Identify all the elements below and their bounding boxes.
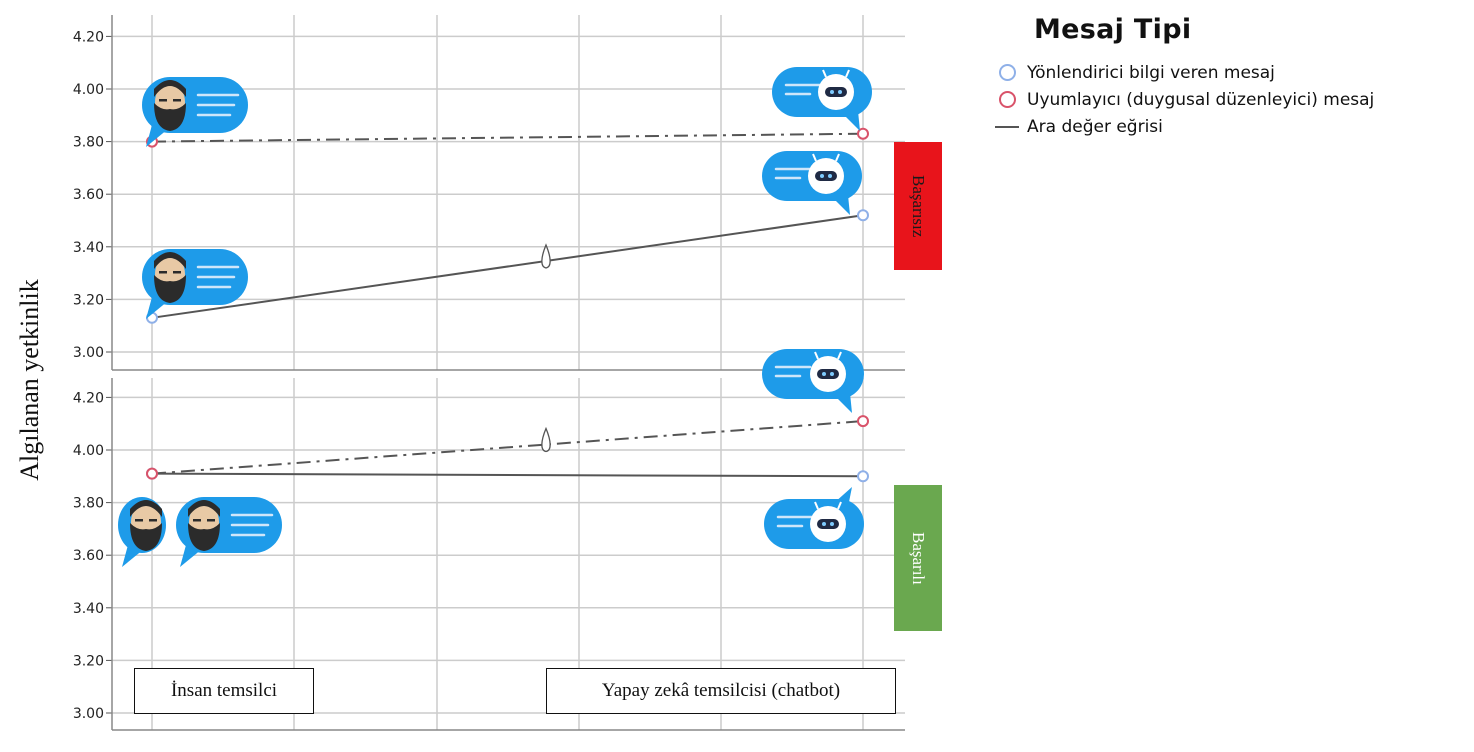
y-tick-label: 3.20 (73, 653, 104, 669)
legend-circle-blue-icon (998, 64, 1016, 81)
chart-panel-bottom: 3.00 3.20 3.40 3.60 3.80 4.00 4.20 (73, 378, 905, 731)
midpoint-marker-icon (541, 426, 551, 453)
y-axis-label: Algılanan yetkinlik (15, 279, 44, 481)
robot-avatar-bubble (762, 349, 864, 413)
y-tick-label: 4.20 (73, 29, 104, 45)
robot-avatar-bubble (762, 151, 862, 215)
data-point (857, 209, 869, 222)
eyebrow-icon (193, 519, 201, 522)
x-label-human: İnsan temsilci (134, 668, 314, 714)
robot-antenna-icon (835, 153, 840, 162)
eyebrow-icon (159, 99, 167, 102)
robot-eye-icon (830, 372, 834, 376)
y-tick-label: 3.20 (73, 292, 104, 308)
eyebrow-icon (207, 519, 215, 522)
beard-icon (188, 523, 220, 551)
robot-avatar-bubble (772, 67, 872, 131)
human-avatar-bubble (118, 497, 166, 567)
human-avatar-bubble (142, 249, 248, 319)
series-line (151, 132, 864, 143)
bubble-tail (146, 125, 168, 147)
hair-icon (130, 500, 162, 517)
y-tick-label: 4.00 (73, 82, 104, 98)
legend-item-informative: Yönlendirici bilgi veren mesaj (992, 59, 1374, 86)
eyebrow-icon (173, 271, 181, 274)
series-line (151, 214, 864, 319)
eyebrow-icon (135, 519, 143, 522)
bubble-tail (842, 111, 860, 131)
legend-circle-red-icon (998, 91, 1016, 108)
panel-label-success: Başarılı (894, 485, 942, 631)
legend-line-icon (995, 125, 1019, 128)
robot-eye-icon (838, 90, 842, 94)
robot-antenna-icon (814, 351, 819, 360)
beard-icon (154, 103, 186, 131)
y-tick-label: 3.60 (73, 187, 104, 203)
data-point (857, 127, 869, 140)
robot-antenna-icon (837, 351, 842, 360)
y-tick-label: 3.40 (73, 240, 104, 256)
robot-antenna-icon (837, 501, 842, 510)
y-tick-label: 3.80 (73, 496, 104, 512)
robot-visor-icon (815, 171, 837, 181)
robot-eye-icon (820, 174, 824, 178)
robot-visor-icon (817, 369, 839, 379)
legend-label: Ara değer eğrisi (1027, 116, 1163, 137)
bubble-tail (180, 545, 202, 567)
y-tick-label: 4.00 (73, 443, 104, 459)
robot-eye-icon (822, 372, 826, 376)
robot-eye-icon (830, 522, 834, 526)
human-avatar-bubble (176, 497, 282, 567)
hair-icon (154, 252, 186, 269)
y-tick-label: 3.00 (73, 706, 104, 722)
hair-icon (188, 500, 220, 517)
eyebrow-icon (173, 99, 181, 102)
x-label-chatbot: Yapay zekâ temsilcisi (chatbot) (546, 668, 896, 714)
bubble-tail (832, 195, 850, 215)
beard-icon (154, 275, 186, 303)
series-line (151, 472, 864, 478)
legend: Mesaj Tipi Yönlendirici bilgi veren mesa… (992, 14, 1374, 140)
data-point (857, 415, 869, 428)
robot-antenna-icon (814, 501, 819, 510)
robot-antenna-icon (845, 69, 850, 78)
robot-eye-icon (822, 522, 826, 526)
data-point (857, 470, 869, 483)
beard-icon (130, 523, 162, 551)
bubble-tail (146, 297, 168, 319)
bubble-tail (834, 393, 852, 413)
human-avatar-bubble (142, 77, 248, 147)
legend-item-emotional: Uyumlayıcı (duygusal düzenleyici) mesaj (992, 86, 1374, 113)
y-tick-label: 3.00 (73, 345, 104, 361)
legend-title: Mesaj Tipi (1034, 14, 1192, 45)
y-tick-label: 3.60 (73, 548, 104, 564)
robot-eye-icon (828, 174, 832, 178)
robot-visor-icon (825, 87, 847, 97)
y-tick-label: 3.80 (73, 135, 104, 151)
robot-visor-icon (817, 519, 839, 529)
bubble-tail (834, 487, 852, 507)
robot-antenna-icon (812, 153, 817, 162)
hair-icon (154, 80, 186, 97)
robot-avatar-bubble (764, 487, 864, 549)
midpoint-marker-icon (541, 243, 551, 269)
eyebrow-icon (159, 271, 167, 274)
series-line (151, 420, 864, 475)
legend-label: Yönlendirici bilgi veren mesaj (1027, 62, 1275, 83)
robot-antenna-icon (822, 69, 827, 78)
robot-eye-icon (830, 90, 834, 94)
data-point (146, 467, 158, 480)
y-tick-label: 4.20 (73, 390, 104, 406)
legend-item-interpolation: Ara değer eğrisi (992, 113, 1374, 140)
eyebrow-icon (149, 519, 157, 522)
panel-label-failure: Başarısız (894, 142, 942, 270)
y-tick-label: 3.40 (73, 601, 104, 617)
bubble-tail (122, 545, 144, 567)
legend-label: Uyumlayıcı (duygusal düzenleyici) mesaj (1027, 89, 1375, 110)
